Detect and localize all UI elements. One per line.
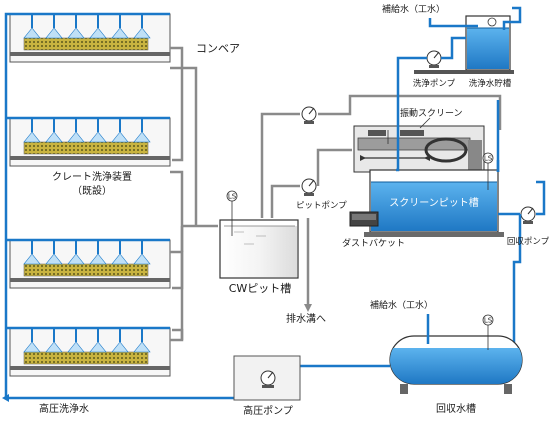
label-high-pressure-water: 高圧洗浄水 [39, 402, 89, 415]
label-washing-pump: 洗浄ポンプ [413, 78, 456, 89]
spray-nozzle-fan [111, 131, 129, 143]
pit-pump-upper [301, 106, 317, 124]
spray-nozzle-fan [23, 131, 41, 143]
label-to-drain: 排水溝へ [286, 312, 326, 325]
label-recovery-pump: 回収ポンプ [507, 236, 550, 247]
drain-pipe [170, 46, 502, 342]
spray-nozzle-fan [45, 341, 63, 353]
label-high-pressure-pump: 高圧ポンプ [243, 404, 293, 417]
level-switch-cw: LS [226, 190, 238, 236]
ls-label-screen: LS [484, 155, 493, 163]
high-pressure-pump [233, 355, 301, 401]
flow-arrow-left [2, 394, 9, 402]
spray-nozzle-fan [23, 253, 41, 265]
label-screen-pit-tank: スクリーンピット槽 [389, 196, 479, 209]
spray-nozzle-fan [89, 131, 107, 143]
spray-nozzle-fan [111, 341, 129, 353]
wash-water-pipe [396, 6, 522, 172]
pit-pump-lower [301, 178, 317, 196]
spray-nozzle-fan [133, 253, 151, 265]
spray-nozzle-fan [89, 253, 107, 265]
spray-nozzle-fan [89, 341, 107, 353]
spray-nozzle-fan [67, 341, 85, 353]
label-dust-bucket: ダストバケット [342, 237, 405, 249]
ls-label-recovery: LS [484, 317, 493, 325]
label-conveyor: コンベア [196, 42, 240, 55]
spray-nozzle-fan [89, 27, 107, 39]
drain-arrow [304, 304, 312, 312]
spray-nozzle-fan [23, 27, 41, 39]
recovery-pipe [496, 100, 546, 354]
label-makeup-water-top: 補給水（工水） [382, 3, 445, 15]
label-crate-washer: クレート洗浄装置 [52, 170, 132, 183]
dust-bucket [349, 211, 379, 227]
label-vibrating-screen: 振動スクリーン [400, 107, 463, 119]
wash-water-tank [414, 15, 514, 74]
spray-nozzle-fan [23, 341, 41, 353]
label-wash-water-tank: 洗浄水貯槽 [469, 78, 512, 89]
spray-nozzle-fan [45, 253, 63, 265]
ls-label-cw: LS [228, 193, 237, 201]
recovery-pump [520, 206, 536, 224]
level-switch-recovery: LS [482, 314, 494, 350]
cw-pit-tank [219, 219, 299, 279]
label-cw-pit-tank: CWピット槽 [229, 282, 292, 295]
spray-nozzle-fan [67, 27, 85, 39]
spray-nozzle-fan [111, 253, 129, 265]
recovery-water-tank [389, 335, 523, 394]
screen-pointer [419, 117, 431, 129]
vibrating-screen [353, 125, 485, 173]
spray-nozzle-fan [133, 131, 151, 143]
spray-nozzle-fan [67, 253, 85, 265]
label-recovery-tank: 回収水槽 [436, 402, 476, 415]
spray-nozzle-fan [133, 341, 151, 353]
spray-nozzle-fan [45, 27, 63, 39]
spray-nozzle-fan [111, 27, 129, 39]
screen-pit-tank [364, 169, 504, 237]
spray-nozzle-fan [67, 131, 85, 143]
washing-pump [426, 50, 442, 68]
spray-nozzles [23, 14, 151, 353]
high-pressure-water-pipe [4, 12, 390, 400]
spray-nozzle-fan [133, 27, 151, 39]
label-makeup-water-bottom: 補給水（工水） [370, 299, 433, 311]
label-pit-pump: ピットポンプ [296, 201, 347, 211]
level-switch-screen: LS [482, 152, 494, 190]
label-crate-washer-existing: （既設） [72, 184, 112, 197]
spray-nozzle-fan [45, 131, 63, 143]
